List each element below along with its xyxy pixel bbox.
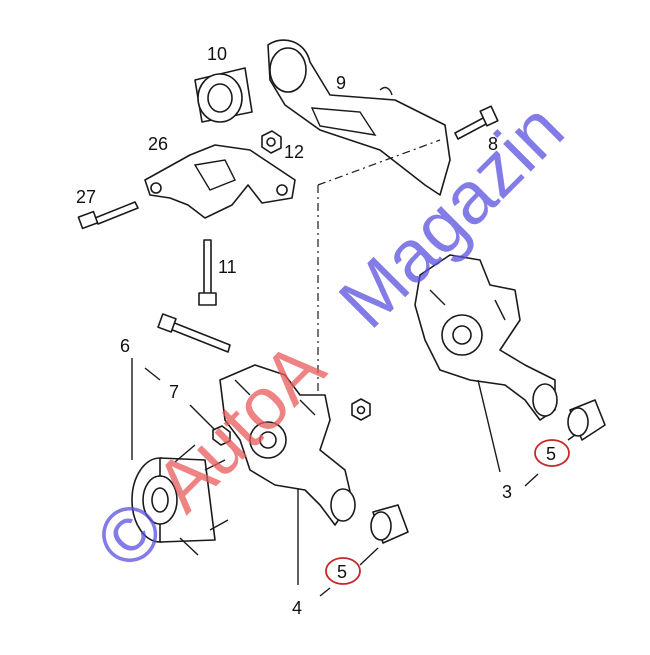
alignment-line bbox=[317, 139, 441, 395]
callout-5-left: 5 bbox=[325, 557, 361, 585]
part-4-knuckle bbox=[219, 364, 356, 526]
callout-11: 11 bbox=[218, 257, 237, 277]
part-7-nut bbox=[212, 425, 231, 446]
callout-8: 8 bbox=[488, 134, 498, 154]
part-5-bushing-left bbox=[370, 504, 409, 544]
part-3-knuckle bbox=[414, 254, 558, 421]
callout-26: 26 bbox=[148, 134, 168, 154]
part-27-bolt bbox=[77, 201, 139, 230]
callout-12: 12 bbox=[284, 142, 304, 162]
callout-3: 3 bbox=[502, 482, 512, 502]
part-26-bracket bbox=[144, 144, 296, 219]
part-10-bushing bbox=[194, 67, 253, 123]
leader-lines bbox=[131, 358, 576, 597]
callout-4: 4 bbox=[292, 598, 302, 618]
callout-10: 10 bbox=[207, 44, 227, 64]
part-8-bolt bbox=[454, 105, 499, 140]
part-12-nut bbox=[261, 130, 282, 154]
callout-5-right: 5 bbox=[534, 439, 570, 467]
callout-5-right-label: 5 bbox=[546, 444, 556, 464]
callout-5-left-label: 5 bbox=[337, 562, 347, 582]
callout-27: 27 bbox=[76, 187, 96, 207]
callout-6: 6 bbox=[120, 336, 130, 356]
knuckle-bolt bbox=[157, 313, 231, 353]
callout-7: 7 bbox=[169, 382, 179, 402]
knuckle-nut bbox=[351, 398, 371, 421]
part-9-trailing-arm bbox=[267, 39, 451, 196]
callout-9: 9 bbox=[336, 73, 346, 93]
part-11-bolt bbox=[198, 239, 217, 306]
part-5-bushing-right bbox=[567, 399, 606, 441]
part-6-wheel-hub bbox=[131, 444, 229, 556]
